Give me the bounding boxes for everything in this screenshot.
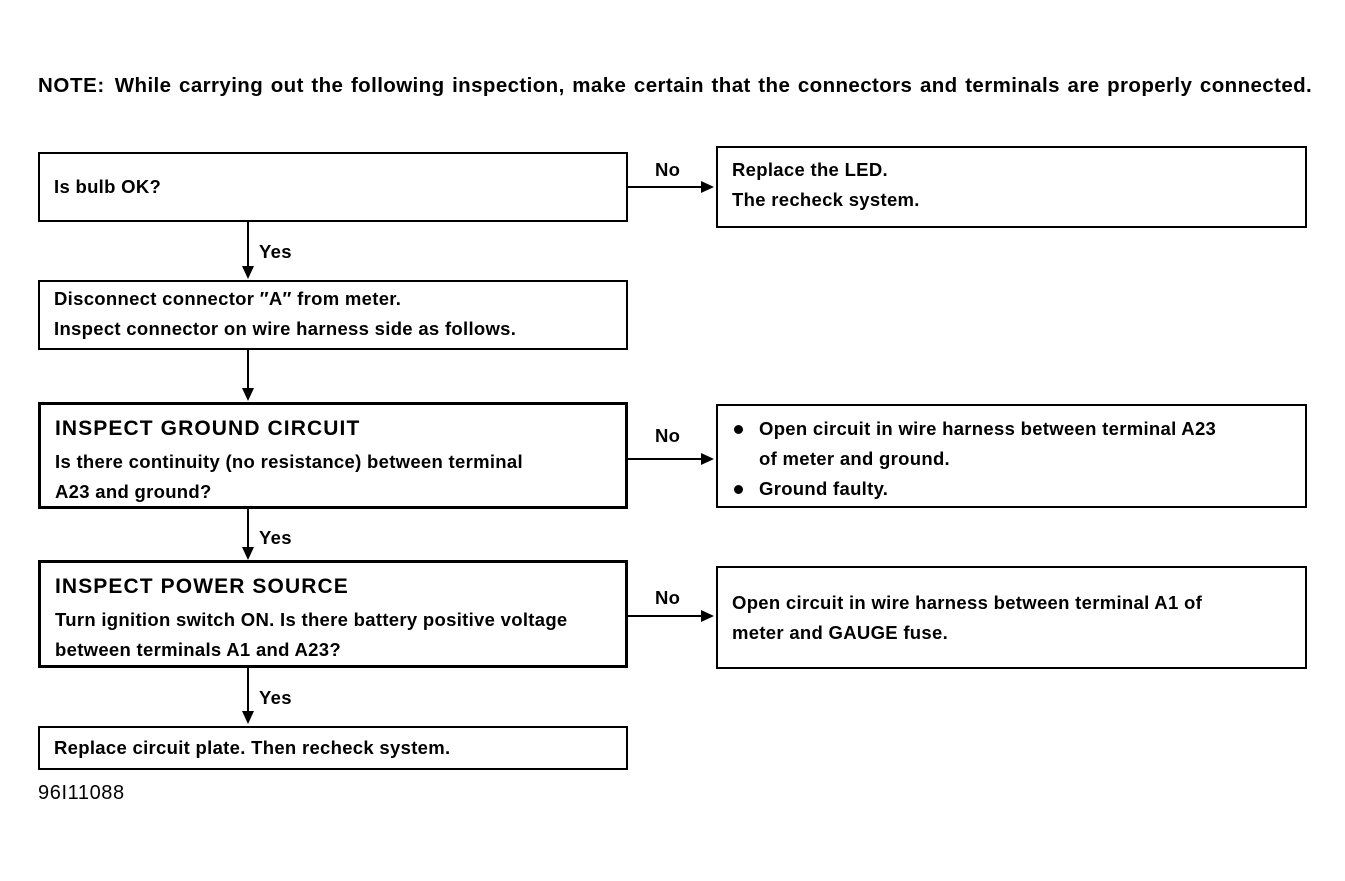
box-disconnect-line-2: Inspect connector on wire harness side a… xyxy=(54,318,517,339)
box-replace-led: Replace the LED. The recheck system. xyxy=(716,146,1307,228)
connector-power-yes-arrowhead xyxy=(242,711,254,724)
connector-bulb-yes-line xyxy=(247,222,249,268)
connector-power-no-line xyxy=(628,615,703,617)
box-inspect-ground-circuit: INSPECT GROUND CIRCUIT Is there continui… xyxy=(38,402,628,509)
box-inspect-power-source: INSPECT POWER SOURCE Turn ignition switc… xyxy=(38,560,628,668)
box-bulb-check-line-1: Is bulb OK? xyxy=(54,176,162,197)
box-disconnect-line-1: Disconnect connector ″A″ from meter. xyxy=(54,288,402,309)
box-replace-led-line-1: Replace the LED. xyxy=(732,159,888,180)
connector-disconnect-to-ground-line xyxy=(247,350,249,390)
ground-faults-item-1-line-2: of meter and ground. xyxy=(759,448,950,469)
note-paragraph: NOTE: While carrying out the following in… xyxy=(38,70,1316,101)
note-label: NOTE: xyxy=(38,74,105,97)
ground-faults-item-1-line-1: Open circuit in wire harness between ter… xyxy=(759,418,1217,439)
box-replace-circuit-plate: Replace circuit plate. Then recheck syst… xyxy=(38,726,628,770)
box-power-fault-line-2: meter and GAUGE fuse. xyxy=(732,622,949,643)
list-item: Ground faulty. xyxy=(730,474,1291,504)
connector-bulb-no-arrowhead xyxy=(701,181,714,193)
edge-label-bulb-no: No xyxy=(655,159,681,180)
box-replace-plate-line-1: Replace circuit plate. Then recheck syst… xyxy=(54,737,451,758)
box-disconnect-connector: Disconnect connector ″A″ from meter. Ins… xyxy=(38,280,628,350)
bullet-dot-icon xyxy=(734,425,743,434)
bullet-dot-icon xyxy=(734,485,743,494)
edge-label-ground-no: No xyxy=(655,425,681,446)
connector-disconnect-to-ground-arrowhead xyxy=(242,388,254,401)
connector-ground-no-line xyxy=(628,458,703,460)
box-bulb-check: Is bulb OK? xyxy=(38,152,628,222)
edge-label-bulb-yes: Yes xyxy=(259,241,292,262)
box-inspect-ground-line-1: Is there continuity (no resistance) betw… xyxy=(55,451,523,472)
connector-ground-no-arrowhead xyxy=(701,453,714,465)
connector-power-no-arrowhead xyxy=(701,610,714,622)
box-inspect-power-line-2: between terminals A1 and A23? xyxy=(55,639,341,660)
box-inspect-power-heading: INSPECT POWER SOURCE xyxy=(55,575,349,598)
box-inspect-ground-heading: INSPECT GROUND CIRCUIT xyxy=(55,417,361,440)
connector-ground-yes-arrowhead xyxy=(242,547,254,560)
box-inspect-ground-line-2: A23 and ground? xyxy=(55,481,212,502)
connector-bulb-no-line xyxy=(628,186,703,188)
box-inspect-power-line-1: Turn ignition switch ON. Is there batter… xyxy=(55,609,568,630)
ground-faults-item-2-line-1: Ground faulty. xyxy=(759,478,889,499)
connector-ground-yes-line xyxy=(247,509,249,549)
box-ground-faults: Open circuit in wire harness between ter… xyxy=(716,404,1307,508)
box-power-fault-line-1: Open circuit in wire harness between ter… xyxy=(732,592,1203,613)
edge-label-power-yes: Yes xyxy=(259,687,292,708)
connector-bulb-yes-arrowhead xyxy=(242,266,254,279)
box-replace-led-line-2: The recheck system. xyxy=(732,189,920,210)
box-power-fault: Open circuit in wire harness between ter… xyxy=(716,566,1307,669)
list-item: Open circuit in wire harness between ter… xyxy=(730,414,1291,474)
ground-faults-list: Open circuit in wire harness between ter… xyxy=(730,414,1291,504)
connector-power-yes-line xyxy=(247,668,249,713)
edge-label-ground-yes: Yes xyxy=(259,527,292,548)
edge-label-power-no: No xyxy=(655,587,681,608)
figure-id: 96I11088 xyxy=(38,782,125,804)
note-text: While carrying out the following inspect… xyxy=(114,74,1313,97)
